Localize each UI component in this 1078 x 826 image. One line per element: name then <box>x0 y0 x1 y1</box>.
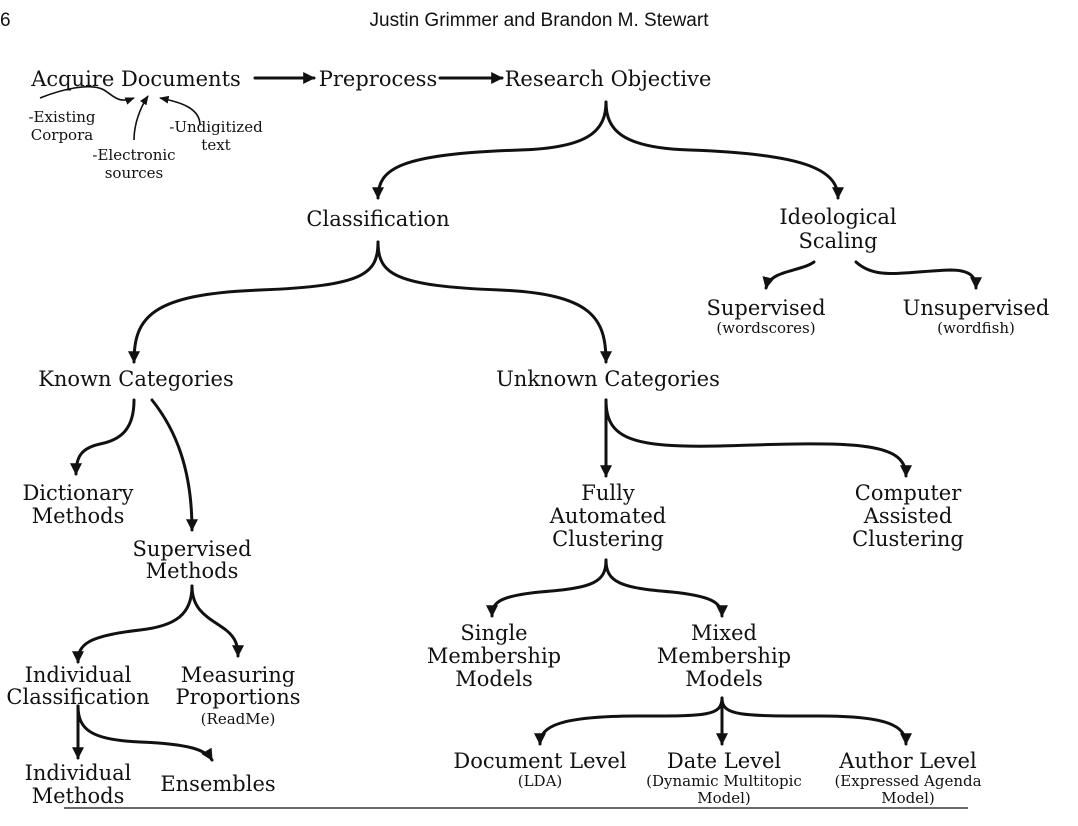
edge-electronic-acquire <box>133 95 149 141</box>
note-expressed-agenda-line2: Model) <box>881 789 935 807</box>
edge-classification-unknown <box>376 240 612 364</box>
node-date-level: Date Level <box>667 749 782 773</box>
edge-fully-single <box>486 558 608 618</box>
edge-undigitized-acquire <box>159 95 201 126</box>
note-dynamic-multitopic-line1: (Dynamic Multitopic <box>646 772 802 790</box>
source-existing-line2: Corpora <box>31 126 93 144</box>
edge-objective-classification <box>372 100 608 200</box>
node-author-level: Author Level <box>838 749 977 773</box>
node-individual-methods-line2: Methods <box>32 784 125 808</box>
node-dictionary-line1: Dictionary <box>22 481 133 505</box>
node-mixed-line2: Membership <box>657 644 791 668</box>
node-research-objective: Research Objective <box>505 67 712 91</box>
edge-objective-scaling <box>604 100 844 200</box>
source-undigitized-line1: -Undigitized <box>169 118 263 136</box>
node-document-level: Document Level <box>453 749 626 773</box>
source-electronic-line1: -Electronic <box>92 146 175 164</box>
edge-scaling-unsupervised <box>854 260 982 290</box>
node-acquire-documents: Acquire Documents <box>30 67 241 91</box>
node-supervised-methods-line1: Supervised <box>132 537 251 561</box>
node-computer-assisted-line3: Clustering <box>852 527 964 551</box>
note-wordfish: (wordfish) <box>937 319 1015 337</box>
note-readme: (ReadMe) <box>201 710 276 728</box>
edge-fully-mixed <box>604 558 728 618</box>
node-unsupervised-scaling: Unsupervised <box>903 296 1050 320</box>
node-measuring-line2: Proportions <box>175 685 300 709</box>
node-computer-assisted-line1: Computer <box>855 481 962 505</box>
node-fully-automated-line3: Clustering <box>552 527 664 551</box>
node-dictionary-line2: Methods <box>32 504 125 528</box>
edge-mixed-document <box>534 696 724 746</box>
edge-known-supervised <box>150 398 198 532</box>
source-electronic-line2: sources <box>105 164 164 182</box>
edge-scaling-supervised <box>762 260 816 290</box>
edge-classification-known <box>128 240 380 364</box>
edge-known-dictionary <box>70 398 136 476</box>
node-single-line3: Models <box>455 667 533 691</box>
node-supervised-methods-line2: Methods <box>146 559 239 583</box>
node-known-categories: Known Categories <box>38 367 234 391</box>
note-expressed-agenda-line1: (Expressed Agenda <box>834 772 981 790</box>
edge-supervised-individual <box>72 584 194 664</box>
node-individual-classification-line1: Individual <box>25 663 132 687</box>
node-measuring-line1: Measuring <box>181 663 295 687</box>
node-preprocess: Preprocess <box>319 67 437 91</box>
node-unknown-categories: Unknown Categories <box>496 367 720 391</box>
note-wordscores: (wordscores) <box>716 319 815 337</box>
page-number: 6 <box>0 10 11 31</box>
node-classification: Classification <box>306 207 449 231</box>
edge-unknown-computer <box>604 398 912 478</box>
node-supervised-scaling: Supervised <box>706 296 825 320</box>
node-fully-automated-line2: Automated <box>549 504 667 528</box>
node-mixed-line3: Models <box>685 667 763 691</box>
node-ideological-scaling-line1: Ideological <box>779 205 897 229</box>
edge-mixed-author <box>720 696 912 746</box>
edge-supervised-measuring <box>190 584 244 658</box>
edges <box>39 72 982 762</box>
edge-indclass-ensembles <box>76 704 214 762</box>
nodes: Acquire Documents Preprocess Research Ob… <box>6 67 1049 808</box>
node-single-line2: Membership <box>427 644 561 668</box>
note-lda: (LDA) <box>518 772 563 790</box>
node-individual-classification-line2: Classification <box>6 685 149 709</box>
source-undigitized-line2: text <box>201 136 230 154</box>
node-computer-assisted-line2: Assisted <box>863 504 953 528</box>
node-mixed-line1: Mixed <box>691 621 757 645</box>
node-single-line1: Single <box>460 621 527 645</box>
running-head: Justin Grimmer and Brandon M. Stewart <box>369 10 709 31</box>
node-ideological-scaling-line2: Scaling <box>798 229 877 253</box>
source-existing-line1: -Existing <box>28 108 95 126</box>
node-ensembles: Ensembles <box>160 772 275 796</box>
node-fully-automated-line1: Fully <box>581 481 635 505</box>
note-dynamic-multitopic-line2: Model) <box>697 789 751 807</box>
node-individual-methods-line1: Individual <box>25 761 132 785</box>
edge-existing-acquire <box>39 85 135 105</box>
